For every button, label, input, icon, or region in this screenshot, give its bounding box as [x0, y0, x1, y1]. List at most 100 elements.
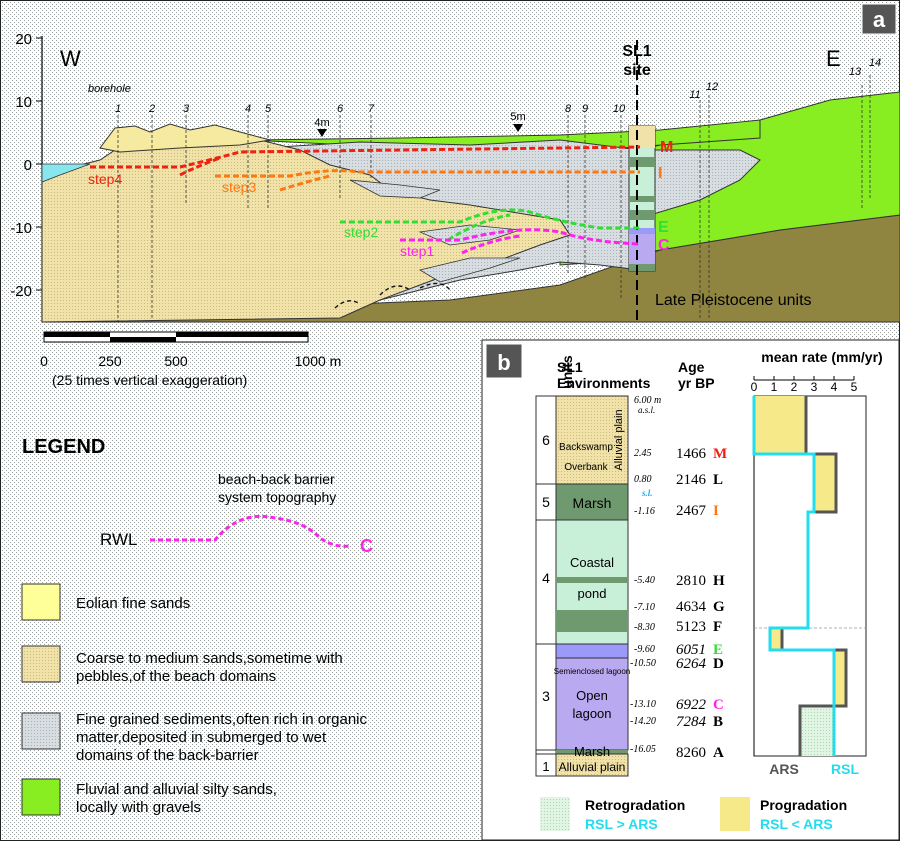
sl1-base-marsh	[629, 264, 655, 271]
rate-tick-label: 4	[831, 380, 838, 394]
scale-bar-segment	[44, 332, 110, 337]
retrogradation-swatch	[540, 797, 570, 831]
sea-level-label: s.l.	[641, 488, 653, 498]
unit-number: 3	[542, 688, 550, 704]
age-code: E	[713, 642, 723, 658]
sl1-pond-band	[629, 196, 655, 202]
progradation-fill	[834, 650, 846, 706]
legend-item-text: Eolian fine sands	[76, 595, 190, 612]
unit-box	[535, 749, 557, 755]
surface-letter: E	[658, 219, 669, 236]
legend-item-text: domains of the back-barrier	[76, 747, 259, 764]
age-code: F	[713, 619, 722, 635]
ars-label: ARS	[769, 761, 799, 777]
units-header: units	[559, 355, 575, 389]
surface-letter: M	[660, 139, 673, 156]
env-label: Marsh	[574, 744, 610, 759]
age-value: 5123	[676, 619, 706, 635]
depth-label: -14.20	[630, 716, 656, 727]
legend: LEGEND beach-back barrier system topogra…	[21, 436, 373, 816]
surface-i-trace	[279, 174, 331, 192]
age-header: Age	[678, 359, 705, 375]
scale-bar-segment	[110, 337, 176, 342]
age-value: 6051	[676, 642, 706, 658]
env-pond-band	[556, 610, 628, 632]
panel-a-badge	[861, 3, 897, 35]
legend-swatch-beach	[21, 645, 61, 683]
age-code: I	[713, 503, 719, 519]
scale-tick-label: 1000 m	[295, 353, 342, 369]
surface-e-trace	[340, 208, 640, 230]
rate-tick-label: 0	[751, 380, 758, 394]
east-label: E	[826, 46, 841, 71]
rsl-label: RSL	[831, 761, 859, 777]
legend-rwl: RWL	[100, 530, 137, 549]
depth-label: 0.80	[634, 474, 652, 485]
pleistocene-label: Late Pleistocene units	[655, 292, 812, 309]
borehole-number: 3	[183, 103, 190, 115]
rate-tick-label: 3	[811, 380, 818, 394]
progradation-fill	[814, 454, 836, 512]
sl1-lagoon-top	[629, 228, 655, 234]
env-label: Alluvial plain	[613, 409, 625, 470]
buried-dune-trace	[334, 300, 361, 309]
surface-i-trace	[215, 169, 640, 178]
sl1-lagoon	[629, 234, 655, 264]
borehole-number: 4	[245, 103, 251, 115]
legend-topography-trace	[150, 514, 351, 548]
age-code: M	[713, 446, 727, 462]
env-header: Environments	[557, 375, 651, 391]
surface-letter: I	[658, 165, 662, 182]
age-code: C	[713, 697, 724, 713]
progradation-fill	[770, 628, 782, 650]
age-value: 8260	[676, 745, 706, 761]
depth-label: a.s.l.	[638, 405, 655, 415]
legend-title: LEGEND	[22, 436, 105, 458]
retrogradation-fill	[800, 706, 834, 756]
fines-tongue	[418, 257, 521, 283]
unit-number: 5	[542, 494, 550, 510]
progradation-fill	[754, 396, 806, 454]
age-code: G	[713, 599, 725, 615]
buried-dune-trace	[379, 285, 411, 296]
panel-b-badge-label: b	[497, 350, 510, 375]
sea	[41, 163, 91, 183]
legend-item-text: Fluvial and alluvial silty sands,	[76, 781, 277, 798]
borehole-number: 14	[869, 57, 881, 69]
y-tick-label: 10	[15, 94, 32, 111]
depth-label: 2.45	[634, 448, 652, 459]
sl1-alluvial	[629, 126, 655, 148]
age-value: 2810	[676, 573, 706, 589]
borehole-number: 12	[706, 81, 718, 93]
env-semienclosed-lagoon	[555, 643, 629, 659]
scale-tick-label: 250	[98, 353, 122, 369]
env-label: Semienclosed lagoon	[554, 667, 631, 676]
rate-tick-label: 2	[791, 380, 798, 394]
legend-item-text: Coarse to medium sands,sometime with	[76, 650, 343, 667]
borehole-number: 7	[368, 103, 375, 115]
y-tick-label: 0	[24, 157, 32, 174]
progradation-swatch	[720, 797, 750, 831]
borehole-number: 2	[148, 103, 155, 115]
age-value: 1466	[676, 446, 707, 462]
surface-m-trace	[179, 156, 221, 177]
rate-chart: 0 1 2 3 4 5 ARS RSL	[751, 376, 867, 777]
borehole-label: borehole	[88, 83, 131, 95]
scale-tick-label: 500	[164, 353, 188, 369]
surface-letter: C	[658, 237, 670, 254]
depth-label: -5.40	[634, 575, 655, 586]
env-open-lagoon	[555, 657, 629, 751]
env-label: Marsh	[573, 495, 612, 511]
y-tick-label: -10	[10, 220, 32, 237]
progradation-rule: RSL < ARS	[760, 816, 833, 832]
panel-a-badge-label: a	[873, 7, 886, 32]
legend-item-text: matter,deposited in submerged to wet	[76, 729, 327, 746]
age-code: L	[713, 472, 723, 488]
env-label: Alluvial plain	[559, 760, 626, 774]
depth-mark: 4m	[314, 117, 329, 129]
age-value: 6922	[676, 697, 707, 713]
unit-number: 1	[542, 759, 549, 774]
env-alluvial-base	[555, 753, 629, 777]
unit-number: 6	[542, 432, 550, 448]
depth-marker-icon	[317, 129, 327, 137]
